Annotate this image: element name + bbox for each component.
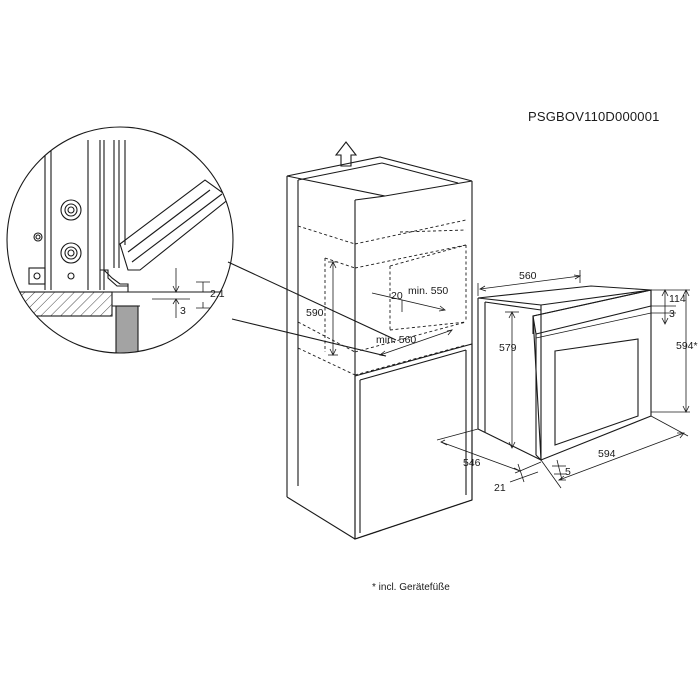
control-offset-label: 3: [669, 308, 675, 320]
control-height-label: 114: [669, 293, 686, 305]
cabinet-niche: 590 20 min. 550 min. 560: [286, 141, 473, 540]
oven-width-top-label: 560: [519, 270, 537, 282]
body-height-label: 579: [499, 342, 517, 354]
oven-height-total-label: 594*: [676, 340, 698, 352]
depth-offset-label: 20: [391, 290, 403, 302]
arrow-up-icon: [334, 141, 358, 167]
body-depth-label: 546: [463, 457, 481, 469]
footnote: * incl. Gerätefüße: [372, 582, 450, 593]
front-width-label: 594: [598, 448, 616, 460]
gap-top-label: 2.1: [210, 288, 225, 300]
screw-fitting-top: [60, 199, 82, 221]
oven-unit: 560 114 3 594* 579 546 21: [436, 270, 698, 494]
screw-fitting-bottom: [60, 242, 82, 264]
zoom-detail: 2.1 3: [6, 126, 234, 354]
gap-bottom-label: 3: [180, 305, 186, 317]
panel-offset-label: 5: [565, 466, 571, 478]
cabinet-panel-section: [115, 305, 139, 353]
frame-depth-label: 21: [494, 482, 506, 494]
min-depth-label: min. 550: [408, 285, 448, 297]
min-width-label: min. 560: [376, 334, 416, 346]
document-code: PSGBOV110D000001: [528, 109, 660, 124]
niche-height-label: 590: [306, 307, 324, 319]
